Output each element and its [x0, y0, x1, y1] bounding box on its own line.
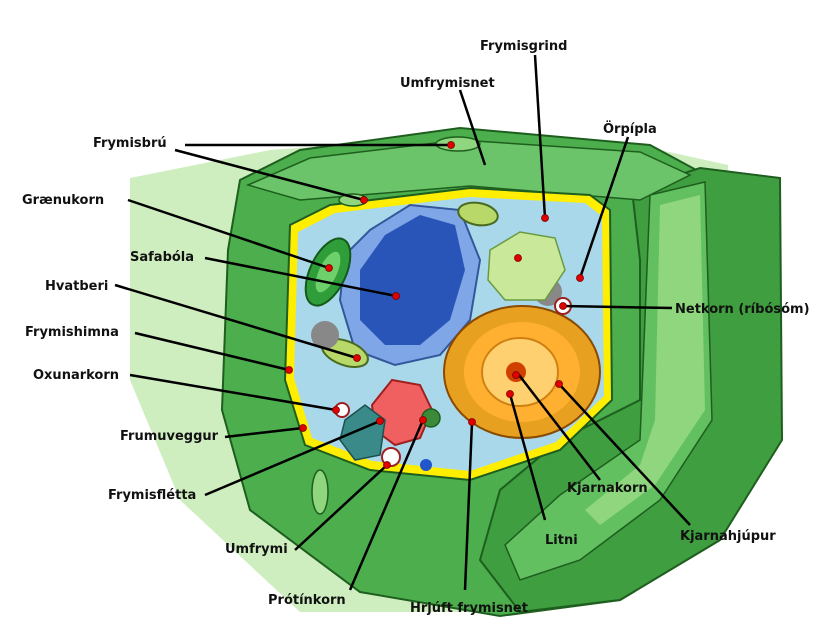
- label-safabola: Safabóla: [130, 250, 194, 265]
- wall-lens-bottom: [311, 469, 329, 515]
- amyloplast: [339, 404, 386, 461]
- label-hvatberi: Hvatberi: [45, 279, 108, 294]
- label-frymisgrind: Frymisgrind: [480, 39, 567, 54]
- label-frymisfletta: Frymisflétta: [108, 488, 196, 503]
- label-frymisbru: Frymisbrú: [93, 136, 167, 151]
- label-umfrymi: Umfrymi: [225, 542, 288, 557]
- label-kjarnahjupur: Kjarnahjúpur: [680, 529, 776, 544]
- label-litni: Litni: [545, 533, 578, 548]
- smooth-er: [487, 231, 566, 301]
- label-graenukorn: Grænukorn: [22, 193, 104, 208]
- vacuole-core: [360, 215, 465, 345]
- mitochondrion-top: [457, 201, 499, 227]
- label-oxunarkorn: Oxunarkorn: [33, 368, 119, 383]
- grey-body: [311, 321, 339, 349]
- blue-dot: [420, 459, 432, 471]
- cell-wall-edge-light: [585, 195, 705, 525]
- label-kjarnakorn: Kjarnakorn: [567, 481, 648, 496]
- label-netkorn: Netkorn (ríbósóm): [675, 302, 810, 317]
- label-protinkorn: Prótínkorn: [268, 593, 346, 608]
- leader-lines: [114, 54, 691, 591]
- label-frumuveggur: Frumuveggur: [120, 429, 219, 444]
- label-orpipla: Örpípla: [603, 121, 657, 137]
- label-hrjuft-frymisnet: Hrjúft frymisnet: [410, 601, 528, 616]
- label-umfrymisnet: Umfrymisnet: [400, 76, 495, 91]
- pointer-dots: [285, 141, 584, 469]
- label-frymishimna: Frymishimna: [25, 325, 119, 340]
